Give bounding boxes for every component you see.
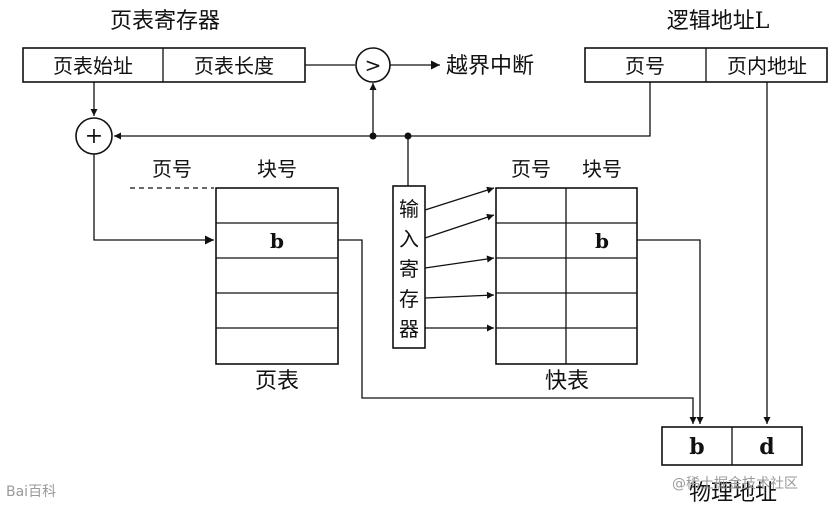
input-register-char-5: 器 <box>399 317 419 341</box>
comparator-symbol: > <box>365 53 382 77</box>
page-table-to-physical-arrow <box>338 239 697 424</box>
page-table-length-field: 页表长度 <box>194 54 274 78</box>
page-table-start-field: 页表始址 <box>53 54 133 78</box>
adder-symbol: + <box>85 124 103 149</box>
watermark-right: @稀土掘金技术社区 <box>672 476 798 492</box>
page-table-page-number-header: 页号 <box>152 157 192 181</box>
tlb-label: 快表 <box>545 369 589 394</box>
input-register-char-1: 输 <box>399 197 419 221</box>
fanout-arrow-4 <box>424 291 495 299</box>
page-table-box <box>215 187 339 365</box>
page-table-register-title: 页表寄存器 <box>110 9 220 34</box>
tlb-page-number-header: 页号 <box>511 157 551 181</box>
page-table-label: 页表 <box>255 369 299 394</box>
page-offset-field: 页内地址 <box>727 54 807 78</box>
fanout-arrow-1 <box>424 186 495 211</box>
physical-b-field: b <box>689 434 704 460</box>
input-register-box <box>392 185 426 349</box>
input-register-char-2: 入 <box>399 227 419 251</box>
input-register-char-3: 寄 <box>399 257 419 281</box>
fanout-arrow-2 <box>424 213 495 239</box>
watermark-left: Bai百科 <box>6 484 56 500</box>
tlb-b-cell: b <box>595 229 609 253</box>
out-of-bounds-label: 越界中断 <box>446 54 534 79</box>
page-table-b-cell: b <box>270 229 284 253</box>
page-number-field: 页号 <box>625 54 665 78</box>
junction-dot-1 <box>369 132 377 140</box>
fanout-arrow-3 <box>424 255 495 269</box>
logical-address-title: 逻辑地址L <box>667 9 770 34</box>
input-register-char-4: 存 <box>399 287 419 311</box>
page-table-register-box <box>22 47 306 83</box>
physical-d-field: d <box>759 434 774 460</box>
adder-to-page-table-arrow <box>93 154 214 245</box>
tlb-to-physical-arrow <box>637 239 704 424</box>
page-table-block-number-header: 块号 <box>257 157 297 181</box>
tlb-block-number-header: 块号 <box>582 157 622 181</box>
page-number-bus <box>114 82 651 140</box>
physical-address-label: 物理地址 <box>689 481 777 506</box>
